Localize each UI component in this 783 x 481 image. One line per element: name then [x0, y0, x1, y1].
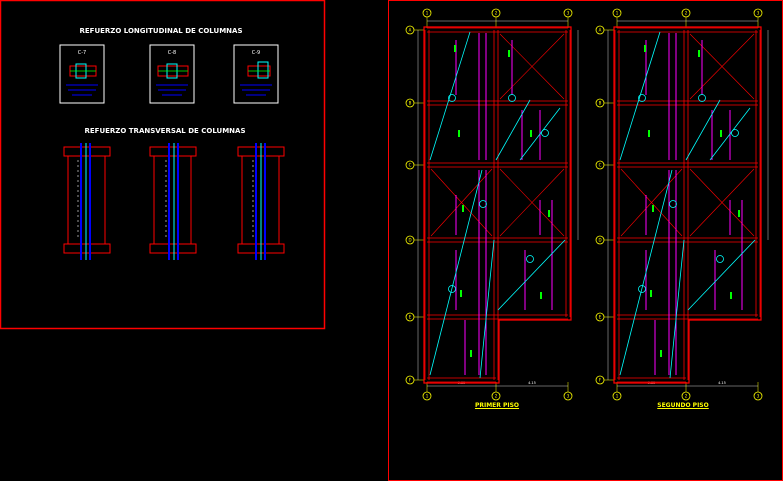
elevation-c9 — [237, 143, 285, 260]
rebar-tag — [698, 50, 700, 57]
rebar-tag — [660, 350, 662, 357]
section-bubble — [638, 285, 646, 293]
section-bubble — [541, 129, 549, 137]
rebar-tag — [508, 50, 510, 57]
rebar-tag — [730, 292, 732, 299]
axis-top-label: 3 — [567, 11, 570, 16]
slab-outline — [613, 26, 762, 384]
axis-bottom-label: 1 — [616, 394, 619, 399]
rebar-tag — [470, 350, 472, 357]
section-bubble — [479, 200, 487, 208]
axis-top-label: 3 — [757, 11, 760, 16]
plan-title-first-floor: PRIMER PISO — [474, 402, 520, 409]
section-label-c9: C-9 — [252, 50, 260, 56]
axis-left-label: F — [599, 378, 602, 383]
axis-bottom-label: 2 — [685, 394, 688, 399]
section-bubble — [526, 255, 534, 263]
section-line — [619, 31, 661, 161]
section-line — [497, 239, 566, 311]
void-cross — [620, 168, 683, 237]
section-line — [479, 239, 495, 379]
axis-bottom-label: 2 — [495, 394, 498, 399]
section-bubble — [669, 200, 677, 208]
left-sheet-frame — [0, 0, 326, 330]
axis-left-label: D — [408, 238, 411, 243]
section-bubble — [508, 94, 516, 102]
section-line — [495, 99, 531, 161]
section-line — [685, 99, 721, 161]
axis-bottom-label: 1 — [426, 394, 429, 399]
rebar-tag — [652, 205, 654, 212]
axis-left-label: B — [409, 101, 412, 106]
axis-top-label: 1 — [426, 11, 429, 16]
section-line — [519, 107, 561, 161]
axis-left-label: F — [409, 378, 412, 383]
longitudinal-title: REFUERZO LONGITUDINAL DE COLUMNAS — [80, 27, 243, 35]
section-line — [429, 31, 471, 161]
section-line — [687, 239, 756, 311]
axis-left-label: E — [599, 315, 602, 320]
section-bubble — [716, 255, 724, 263]
axis-left-label: B — [599, 101, 602, 106]
axis-top-label: 2 — [685, 11, 688, 16]
dim-label: 4.15 — [718, 381, 726, 385]
plan-title-second-floor: SEGUNDO PISO — [657, 402, 709, 409]
rebar-tag — [530, 130, 532, 137]
rebar-tag — [720, 130, 722, 137]
section-line — [669, 239, 685, 379]
axis-left-label: D — [598, 238, 601, 243]
section-c7: C-7 — [59, 44, 105, 104]
axis-left-label: A — [599, 28, 602, 33]
section-c8: C-8 — [149, 44, 195, 104]
right-sheet-frame — [388, 0, 783, 481]
transversal-title: REFUERZO TRANSVERSAL DE COLUMNAS — [85, 127, 246, 135]
void-cross — [689, 168, 755, 237]
rebar-tag — [540, 292, 542, 299]
section-bubble — [638, 94, 646, 102]
section-line — [709, 107, 751, 161]
section-c9: C-9 — [233, 44, 279, 104]
section-line — [429, 169, 483, 376]
axis-bottom-label: 3 — [567, 394, 570, 399]
section-label-c8: C-8 — [168, 50, 176, 56]
rebar-tag — [644, 45, 646, 52]
rebar-tag — [548, 210, 550, 217]
rebar-tag — [462, 205, 464, 212]
axis-left-label: A — [409, 28, 412, 33]
rebar-tag — [460, 290, 462, 297]
left-sheet: REFUERZO LONGITUDINAL DE COLUMNAS C-7 C-… — [0, 0, 326, 330]
section-bubble — [698, 94, 706, 102]
slab-outline — [423, 26, 572, 384]
void-cross — [689, 33, 755, 100]
section-label-c7: C-7 — [78, 50, 86, 56]
axis-top-label: 2 — [495, 11, 498, 16]
axis-left-label: C — [409, 163, 412, 168]
section-bubble — [448, 94, 456, 102]
rebar-tag — [738, 210, 740, 217]
axis-bottom-label: 3 — [757, 394, 760, 399]
rebar-tag — [650, 290, 652, 297]
void-cross — [499, 33, 565, 100]
section-bubble — [731, 129, 739, 137]
elevation-c8 — [149, 143, 197, 260]
rebar-tag — [454, 45, 456, 52]
void-cross — [430, 168, 493, 237]
section-line — [619, 169, 673, 376]
section-bubble — [448, 285, 456, 293]
elevation-c7 — [63, 143, 111, 260]
axis-top-label: 1 — [616, 11, 619, 16]
axis-left-label: C — [599, 163, 602, 168]
rebar-tag — [458, 130, 460, 137]
dim-label: 4.15 — [528, 381, 536, 385]
void-cross — [499, 168, 565, 237]
axis-left-label: E — [409, 315, 412, 320]
rebar-tag — [648, 130, 650, 137]
